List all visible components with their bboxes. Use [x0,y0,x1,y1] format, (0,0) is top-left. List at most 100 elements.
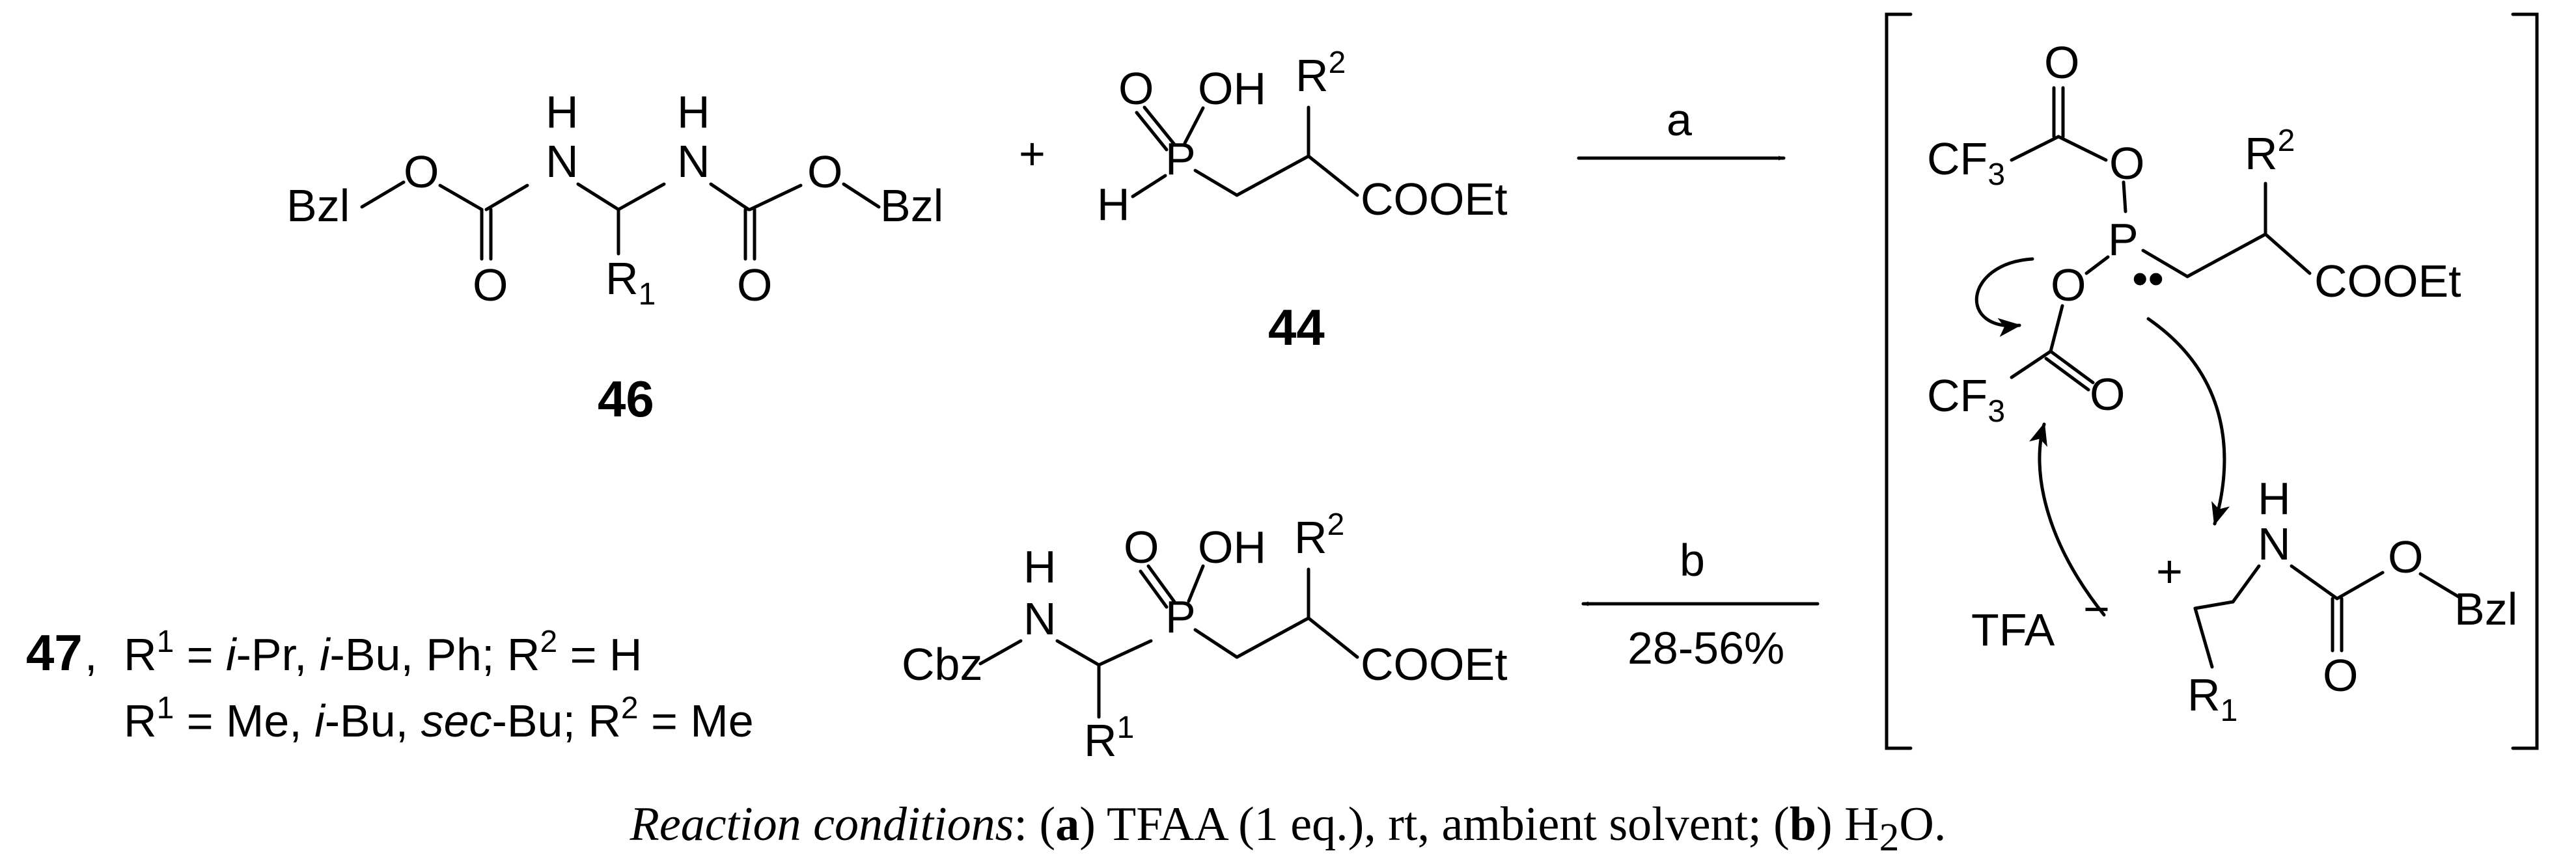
bond [484,183,529,211]
bond [1135,111,1169,152]
r1-text: R1 [1084,710,1134,766]
reaction-conditions-caption: Reaction conditions: (a) TFAA (1 eq.), r… [0,797,2576,861]
caption-water-sub: 2 [1879,815,1900,859]
bond [2044,357,2090,392]
substituent-list: 47 , R1 = i-Pr, i-Bu, Ph; R2 = H R1 = Me… [26,624,754,746]
bond [2231,564,2261,604]
r1-text: R1 [2187,670,2237,728]
ester-text: COOEt [1361,639,1508,690]
right-bracket [2511,12,2539,750]
reactant-44-structure: O OH P H R2 COOEt [1097,46,1508,230]
nh-h-left-text: H [546,87,579,137]
bond [438,183,484,211]
ester-o-top-text: O [2109,138,2144,189]
bond [2193,600,2235,610]
r-superscript: 2 [2278,124,2295,158]
cf3-top-text: CF3 [1927,133,2005,192]
bond [709,182,751,211]
bond [1183,106,1205,145]
nh-h-text: H [1023,541,1057,592]
h-atom-text: H [1097,179,1130,230]
bond [1131,174,1167,198]
nh-n-text: N [1023,593,1057,644]
bond [576,182,620,211]
substituent-line-1: R1 = i-Pr, i-Bu, Ph; R2 = H [124,625,642,680]
bond [978,639,1023,666]
r-superscript: 2 [1329,46,1346,80]
step-b-label: b [1680,535,1705,586]
hydroxyl-text: OH [1198,522,1266,573]
bond [1143,105,1176,146]
nh-h-right-text: H [677,87,710,137]
bond [2264,232,2312,275]
bond [842,182,881,209]
oxo-o-text: O [1118,63,1154,114]
r2-text: R2 [2245,124,2295,179]
nh-n-text: N [2258,519,2291,569]
p-atom-text: P [1165,133,1196,184]
carbonyl-o-top-text: O [2044,37,2079,88]
carbonyl-o-bottom-text: O [2090,369,2125,420]
bond [1055,639,1101,667]
curved-arrow-left [2029,422,2106,617]
bond [2084,255,2110,275]
compound-label-47: 47 [26,624,83,681]
compound-label-44: 44 [1268,299,1325,356]
r-superscript: 1 [1117,710,1135,745]
iminium-structure: TFA − + R1 H N O O Bzl [1971,473,2517,728]
bond [1193,628,1239,659]
caption-a: a [1055,798,1080,851]
caption-prefix: Reaction conditions [630,798,1014,851]
cf3-subscript: 3 [1987,157,2005,192]
step-b-yield: 28-56% [1627,623,1784,673]
ester-text: COOEt [1361,174,1508,224]
step-a-label: a [1667,94,1692,145]
caption-b: b [1789,798,1816,851]
bond [1307,154,1359,197]
r-group: R [1084,715,1117,766]
carbonyl-o-right-text: O [737,260,772,310]
bond [2418,572,2461,599]
bond [1139,569,1169,609]
bond [2193,606,2214,669]
ester-o-left-text: O [404,146,439,197]
bond [2290,564,2339,601]
r-subscript: 1 [639,277,656,312]
bond [2049,349,2095,385]
bond [2010,349,2053,379]
p-atom-text: P [2108,214,2139,265]
nh-n-left-text: N [546,136,579,187]
r2-text: R2 [1294,507,1344,563]
cbz-text: Cbz [902,639,982,690]
intermediate-structure: O CF3 O P •• O CF3 O R2 COOEt [1927,37,2461,617]
bond [1235,616,1310,659]
caption-end: O. [1899,798,1946,851]
r-group: R [1295,50,1329,101]
caption-colon: : ( [1014,798,1056,851]
bond [1235,154,1310,197]
left-bracket [1885,12,1913,750]
bond [1187,564,1205,603]
bond [748,183,803,211]
bond [2185,232,2267,278]
bond [1097,639,1153,667]
nh-h-text: H [2258,473,2291,524]
r-group: R [1294,512,1327,563]
cf3-head: CF [1927,133,1987,184]
r-group: R [605,253,639,304]
carbonyl-o-text: O [2323,650,2358,701]
ester-o-bottom-text: O [2051,260,2086,310]
bzl-right-text: Bzl [880,180,943,231]
bond [2057,135,2108,162]
r-superscript: 2 [1327,507,1345,542]
label-comma: , [85,629,97,680]
bzl-left-text: Bzl [286,180,350,231]
ester-o-right-text: O [807,146,842,197]
bond [616,182,666,211]
iminium-plus: + [2156,546,2183,597]
curved-arrow-right [2146,317,2230,526]
r-subscript: 1 [2221,694,2238,728]
r2-text: R2 [1295,46,1346,101]
product-47-structure: Cbz H N R1 O OH P R2 COOEt [902,507,1508,766]
